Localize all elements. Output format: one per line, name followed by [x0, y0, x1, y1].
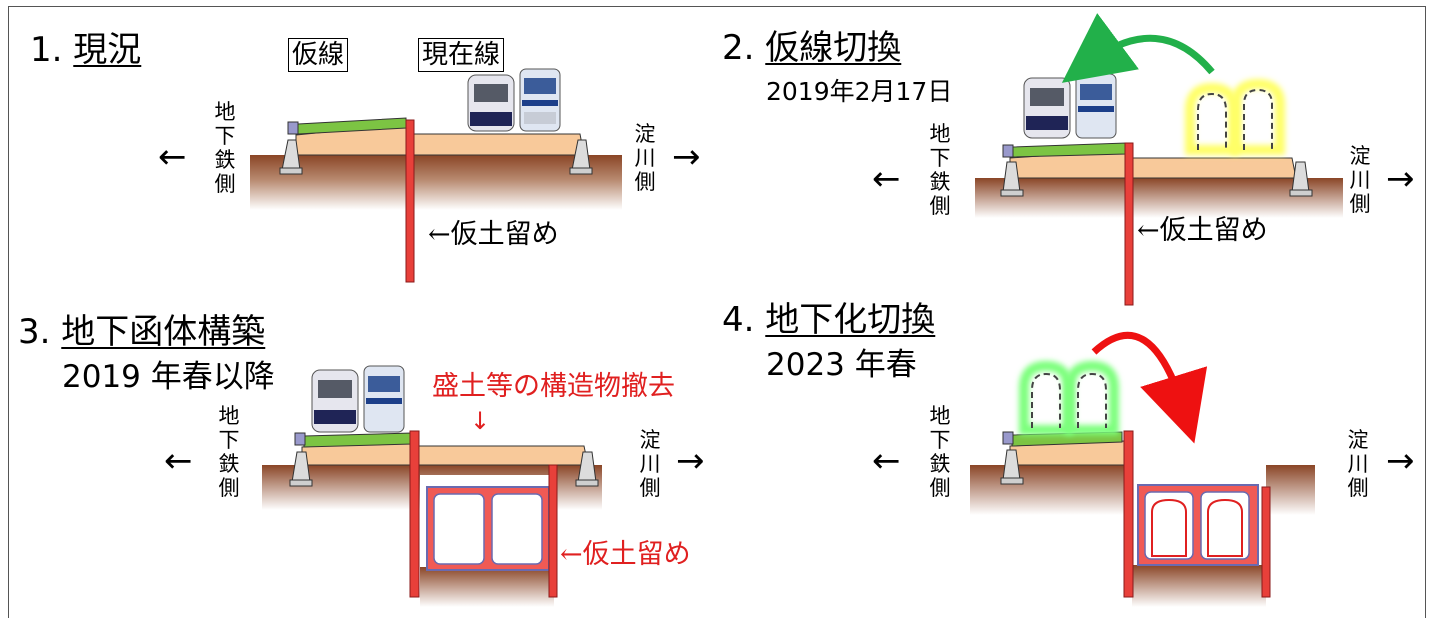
ghost-trains-green: [1019, 360, 1119, 435]
down-arrow: ↓: [470, 407, 491, 435]
left-arrow: ←: [158, 137, 187, 177]
right-arrow: →: [1386, 441, 1415, 481]
panel-4-graphic: [970, 331, 1315, 607]
panel-3-date: 2019 年春以降: [62, 359, 275, 395]
diagram-frame: [8, 6, 1426, 618]
ground-soil: [250, 155, 622, 210]
panel-2-date: 2019年2月17日: [766, 77, 953, 106]
left-direction-label: 地下鉄側: [929, 404, 951, 500]
left-arrow: ←: [872, 159, 901, 199]
embankment-right: [409, 133, 585, 156]
right-arrow: →: [1386, 159, 1415, 199]
right-arrow: →: [676, 441, 705, 481]
retaining-label: ←仮土留め: [428, 219, 559, 250]
left-arrow: ←: [164, 441, 193, 481]
right-direction-label: 淀川側: [639, 428, 661, 500]
current-line-label: 現在線: [418, 38, 505, 72]
right-direction-label: 淀川側: [1349, 144, 1371, 216]
ghost-trains-yellow: [1185, 78, 1285, 155]
green-arrow: [1061, 13, 1215, 83]
panel-4-heading: 4. 地下化切換: [722, 300, 936, 340]
train-blue: [519, 68, 561, 132]
panel-3-heading: 3. 地下函体構築: [18, 312, 266, 352]
panel-1-graphic: [250, 68, 622, 283]
panel-2-heading: 2. 仮線切換: [722, 28, 902, 68]
left-arrow: ←: [872, 441, 901, 481]
temporary-line-label: 仮線: [288, 38, 349, 72]
right-direction-label: 淀川側: [1347, 428, 1369, 500]
right-arrow: →: [672, 137, 701, 177]
left-direction-label: 地下鉄側: [929, 122, 951, 218]
panel-1-heading: 1. 現況: [30, 30, 142, 70]
panel-4-date: 2023 年春: [766, 347, 917, 383]
retaining-label: ←仮土留め: [1137, 215, 1268, 246]
red-arrow: [1091, 331, 1208, 444]
removal-note: 盛土等の構造物撤去: [432, 371, 675, 402]
right-direction-label: 淀川側: [634, 122, 656, 194]
left-direction-label: 地下鉄側: [218, 404, 240, 500]
left-direction-label: 地下鉄側: [214, 100, 236, 196]
train-dark: [467, 74, 515, 132]
retaining-wall: [405, 119, 415, 283]
panel-2-graphic: [975, 13, 1343, 306]
retaining-label: ←仮土留め: [560, 539, 691, 570]
panel-3-graphic: [262, 365, 602, 607]
